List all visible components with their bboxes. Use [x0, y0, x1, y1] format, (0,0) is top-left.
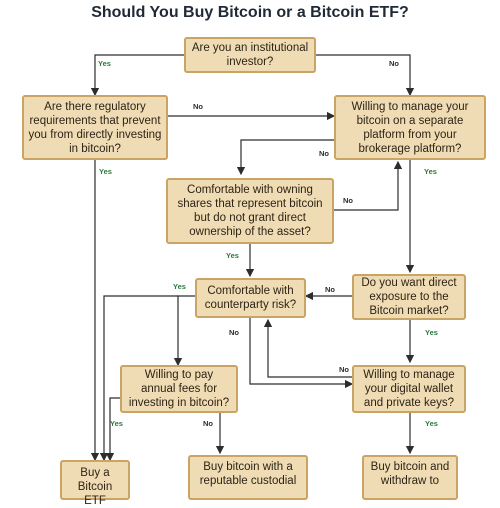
- edge-label-n7-no: No: [203, 419, 213, 428]
- edge-n7-yes-n9: [105, 397, 120, 462]
- node-text: Buy bitcoin with a reputable custodial: [199, 461, 297, 487]
- edge-label-n5-yes: Yes: [173, 282, 186, 291]
- node-buy-custodial: Buy bitcoin with a reputable custodial: [188, 455, 308, 500]
- node-text: Willing to manage your bitcoin on a sepa…: [351, 100, 469, 155]
- node-text: Willing to manage your digital wallet an…: [363, 369, 455, 409]
- edge-label-n3-no: No: [319, 149, 329, 158]
- diagram-title: Should You Buy Bitcoin or a Bitcoin ETF?: [91, 4, 409, 21]
- node-direct-exposure: Do you want direct exposure to the Bitco…: [352, 274, 466, 320]
- edge-n3-no-n4: [236, 139, 360, 176]
- edge-label-n4-no: No: [343, 196, 353, 205]
- node-own-shares: Comfortable with owning shares that repr…: [166, 178, 334, 244]
- edge-label-n2-no: No: [193, 102, 203, 111]
- node-text: Willing to pay annual fees for investing…: [128, 369, 230, 409]
- node-annual-fees: Willing to pay annual fees for investing…: [120, 365, 238, 413]
- edge-label-n8-no: No: [339, 365, 349, 374]
- edge-n4-no-n3: [334, 160, 403, 211]
- edge-n5-no-n8: [249, 318, 354, 389]
- edge-label-n1-no: No: [389, 59, 399, 68]
- edge-label-n6-no: No: [325, 285, 335, 294]
- edge-label-n5-no: No: [229, 328, 239, 337]
- edge-label-n8-yes: Yes: [425, 419, 438, 428]
- edge-label-n2-yes: Yes: [99, 167, 112, 176]
- edge-n5-yes-n9: [99, 295, 178, 462]
- node-text: Are there regulatory requirements that p…: [28, 100, 162, 155]
- node-counterparty-risk: Comfortable with counterparty risk?: [195, 278, 306, 318]
- node-regulatory-requirements: Are there regulatory requirements that p…: [22, 95, 168, 160]
- node-text: Buy bitcoin and withdraw to: [370, 461, 450, 487]
- node-buy-etf: Buy a Bitcoin ETF: [60, 460, 130, 507]
- node-text: Are you an institutional investor?: [191, 42, 309, 68]
- node-text: Buy a Bitcoin ETF: [77, 467, 113, 507]
- flow-edges: [90, 54, 415, 462]
- node-separate-platform: Willing to manage your bitcoin on a sepa…: [334, 95, 486, 160]
- edge-label-n6-yes: Yes: [425, 328, 438, 337]
- edge-n8-no-n5: [263, 318, 352, 378]
- node-text: Comfortable with counterparty risk?: [204, 285, 297, 311]
- edge-n5-yes-n7: [173, 295, 195, 367]
- node-institutional-investor: Are you an institutional investor?: [184, 37, 316, 73]
- edge-label-n4-yes: Yes: [226, 251, 239, 260]
- edge-n1-no-n3: [316, 54, 415, 97]
- node-text: Comfortable with owning shares that repr…: [177, 184, 323, 238]
- node-buy-withdraw: Buy bitcoin and withdraw to: [362, 455, 458, 500]
- node-manage-wallet: Willing to manage your digital wallet an…: [352, 365, 466, 413]
- edge-n1-yes-n2: [90, 54, 184, 97]
- node-text: Do you want direct exposure to the Bitco…: [361, 277, 457, 317]
- edge-label-n3-yes: Yes: [424, 167, 437, 176]
- edge-label-n1-yes: Yes: [98, 59, 111, 68]
- edge-label-n7-yes: Yes: [110, 419, 123, 428]
